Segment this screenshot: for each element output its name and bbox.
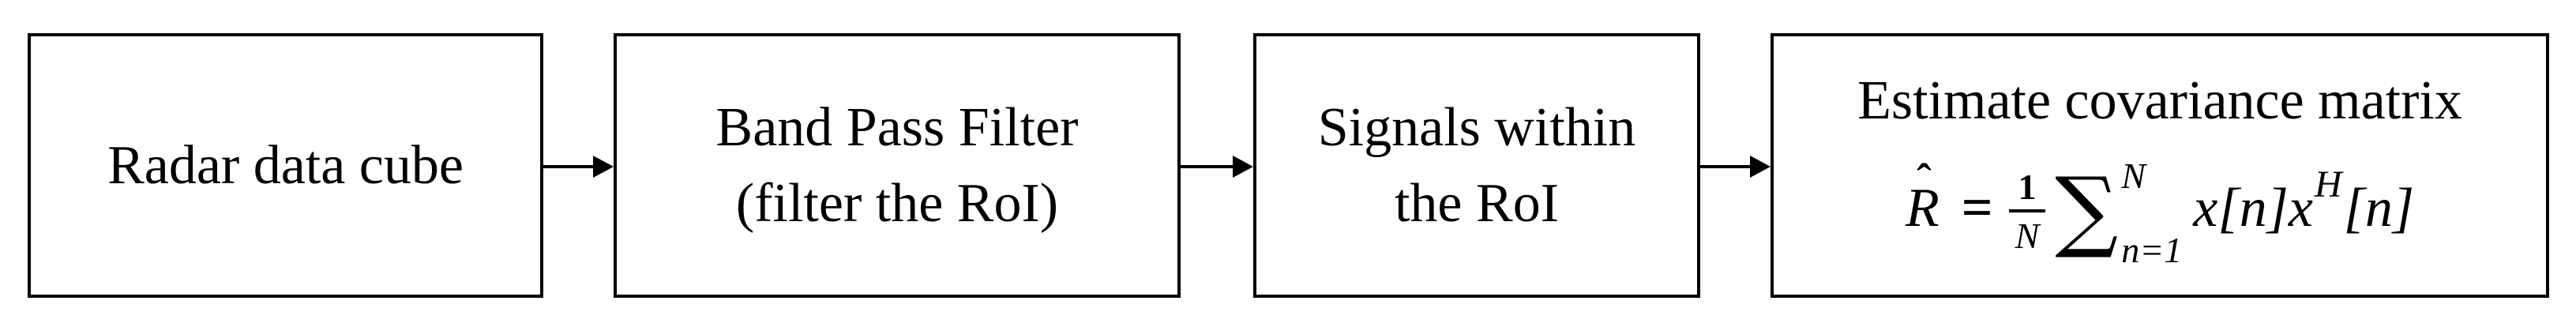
summation-limits: N n=1 [2121,158,2182,269]
node-label-line1: Signals within [1317,97,1636,159]
node-band-pass-filter: Band Pass Filter (filter the RoI) [614,33,1181,298]
formula-term-b: [n] [2343,178,2415,239]
fraction-numerator: 1 [2018,166,2037,207]
summation-upper-limit: N [2121,156,2146,197]
node-title: Estimate covariance matrix [1857,70,2462,131]
sigma-icon: ∑ [2055,158,2119,261]
fraction-denominator: N [2008,209,2046,255]
formula-r: R [1905,178,1940,239]
node-label-line2: (filter the RoI) [735,172,1059,234]
node-label-line2: the RoI [1394,172,1560,234]
node-estimate-covariance-matrix: Estimate covariance matrix ˆ R = 1 N ∑ N… [1771,33,2549,298]
hat-accent: ˆ [1917,155,1932,205]
node-signals-within-roi: Signals within the RoI [1253,33,1700,298]
node-label: Radar data cube [107,134,464,196]
arrow-signals-to-covariance-icon [1700,155,1771,179]
arrow-shaft [1181,165,1233,168]
arrow-shaft [1700,165,1750,168]
node-radar-data-cube: Radar data cube [28,33,543,298]
formula-hermitian-superscript: H [2314,164,2342,206]
summation-lower-limit: n=1 [2121,230,2183,271]
covariance-formula: ˆ R = 1 N ∑ N n=1 x[n]x H [n] [1905,149,2415,269]
arrow-bandpass-to-signals-icon [1181,155,1253,179]
arrow-head-icon [593,156,614,178]
arrow-shaft [543,165,593,168]
arrow-head-icon [1750,156,1771,178]
fraction-one-over-n: 1 N [2008,166,2046,256]
formula-term-a: x[n]x [2193,178,2313,239]
summation: ∑ N n=1 [2055,153,2182,269]
arrow-head-icon [1233,156,1253,178]
formula-r-hat: ˆ R [1905,158,1940,239]
node-label-line1: Band Pass Filter [715,97,1079,159]
arrow-radar-to-bandpass-icon [543,155,614,179]
equals-sign: = [1961,178,1993,239]
